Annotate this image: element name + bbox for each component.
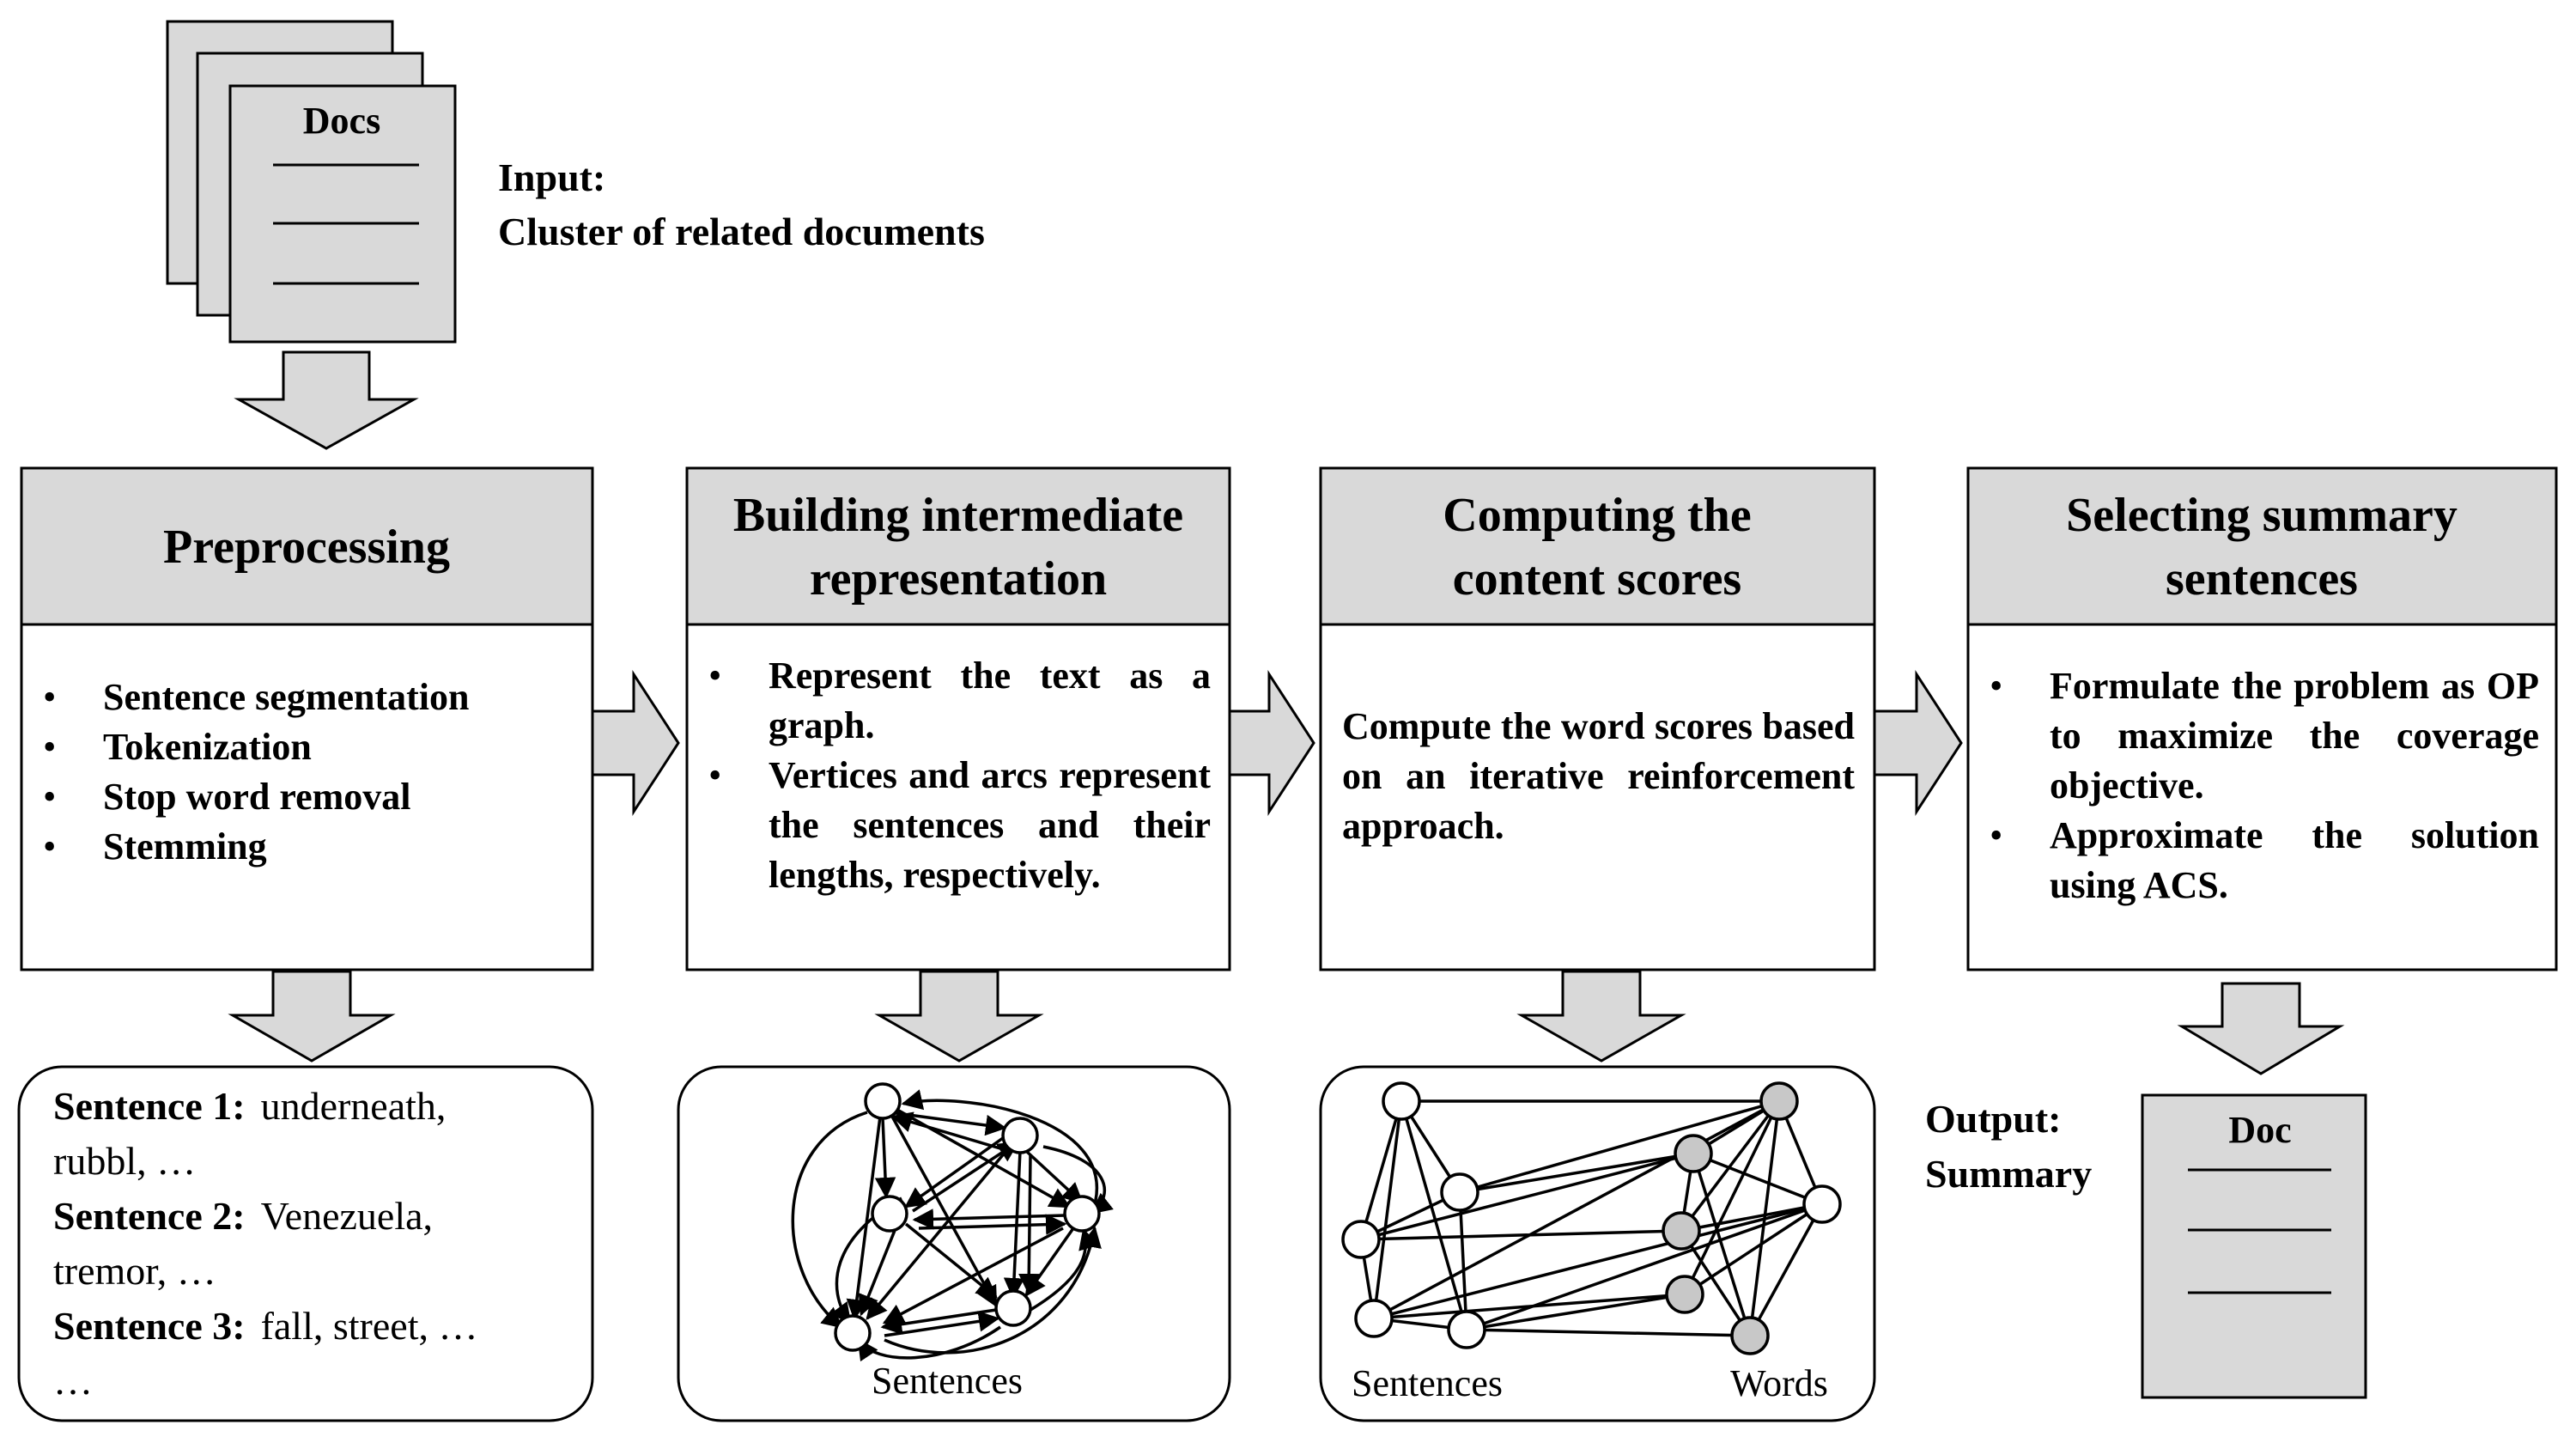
stage-title-line-2: content scores bbox=[1453, 552, 1741, 606]
words-label: Words bbox=[1730, 1362, 1828, 1404]
sentence-label: Sentence 1: bbox=[53, 1084, 246, 1128]
step-item: Vertices and arcs represent the sentence… bbox=[708, 751, 1211, 900]
arrow-input-down bbox=[234, 350, 419, 450]
preprocess-output-panel bbox=[17, 1065, 594, 1422]
stage-box-content-scores: Computing the content scores bbox=[1319, 466, 1876, 971]
step-item: Tokenization bbox=[43, 722, 571, 772]
stage-title-line-1: Building intermediate bbox=[733, 489, 1183, 542]
sentence-words: Venezuela, bbox=[260, 1194, 434, 1238]
arrow-stage-2-down bbox=[874, 970, 1044, 1062]
step-item: Stemming bbox=[43, 822, 571, 872]
stage-title-line-1: Computing the bbox=[1443, 489, 1751, 542]
content-scores-text: Compute the word scores based on an iter… bbox=[1342, 705, 1855, 847]
step-item: Formulate the problem as OP to maximize … bbox=[1990, 661, 2539, 811]
doc-label: Doc bbox=[2228, 1109, 2291, 1151]
sentence-words: underneath, bbox=[260, 1084, 447, 1128]
arrow-stage-1-to-2 bbox=[591, 669, 680, 817]
step-item: Stop word removal bbox=[43, 772, 571, 822]
input-description: Cluster of related documents bbox=[498, 210, 985, 253]
step-item: Sentence segmentation bbox=[43, 673, 571, 722]
input-docs-stack: Docs bbox=[166, 20, 457, 344]
arrow-stage-3-to-4 bbox=[1873, 669, 1963, 817]
arrow-stage-4-down bbox=[2177, 982, 2345, 1075]
input-heading: Input: bbox=[498, 155, 605, 199]
sentence-label: Sentence 3: bbox=[53, 1304, 246, 1348]
stage-title-line-1: Selecting summary bbox=[2066, 489, 2458, 542]
preprocessing-steps: Sentence segmentation Tokenization Stop … bbox=[21, 673, 571, 872]
sentence-words-cont: rubbl, … bbox=[53, 1139, 197, 1183]
arrow-stage-3-down bbox=[1516, 970, 1686, 1062]
output-doc: Doc bbox=[2141, 1093, 2367, 1399]
sentence-graph-panel bbox=[677, 1065, 1231, 1422]
preprocess-output-text: Sentence 1: underneath, rubbl, … Sentenc… bbox=[53, 1079, 568, 1409]
bipartite-sentences-label: Sentences bbox=[1352, 1362, 1503, 1404]
output-heading: Output: bbox=[1925, 1097, 2061, 1141]
sentence-graph bbox=[791, 1082, 1114, 1362]
sentence-words: fall, street, … bbox=[260, 1304, 478, 1348]
sentence-words-cont: tremor, … bbox=[53, 1249, 216, 1293]
sentence-row: Sentence 2: Venezuela, bbox=[53, 1189, 568, 1244]
docs-label: Docs bbox=[303, 100, 380, 142]
sentence-words-cont: … bbox=[53, 1359, 93, 1403]
sentences-label: Sentences bbox=[872, 1360, 1023, 1402]
representation-steps: Represent the text as a graph. Vertices … bbox=[687, 651, 1211, 900]
sentence-label: Sentence 2: bbox=[53, 1194, 246, 1238]
stage-title-line-2: sentences bbox=[2166, 552, 2358, 606]
sentence-row: Sentence 1: underneath, bbox=[53, 1079, 568, 1134]
step-item: Approximate the solution using ACS. bbox=[1990, 811, 2539, 910]
step-item: Represent the text as a graph. bbox=[708, 651, 1211, 751]
output-description: Summary bbox=[1925, 1152, 2092, 1196]
arrow-stage-2-to-3 bbox=[1228, 669, 1315, 817]
sentence-word-graph bbox=[1341, 1081, 1842, 1355]
selection-steps: Formulate the problem as OP to maximize … bbox=[1968, 661, 2539, 910]
stage-title-line-2: representation bbox=[810, 552, 1107, 606]
sentence-row: Sentence 3: fall, street, … bbox=[53, 1299, 568, 1354]
stage-title: Preprocessing bbox=[163, 521, 450, 574]
arrow-stage-1-down bbox=[228, 970, 396, 1062]
